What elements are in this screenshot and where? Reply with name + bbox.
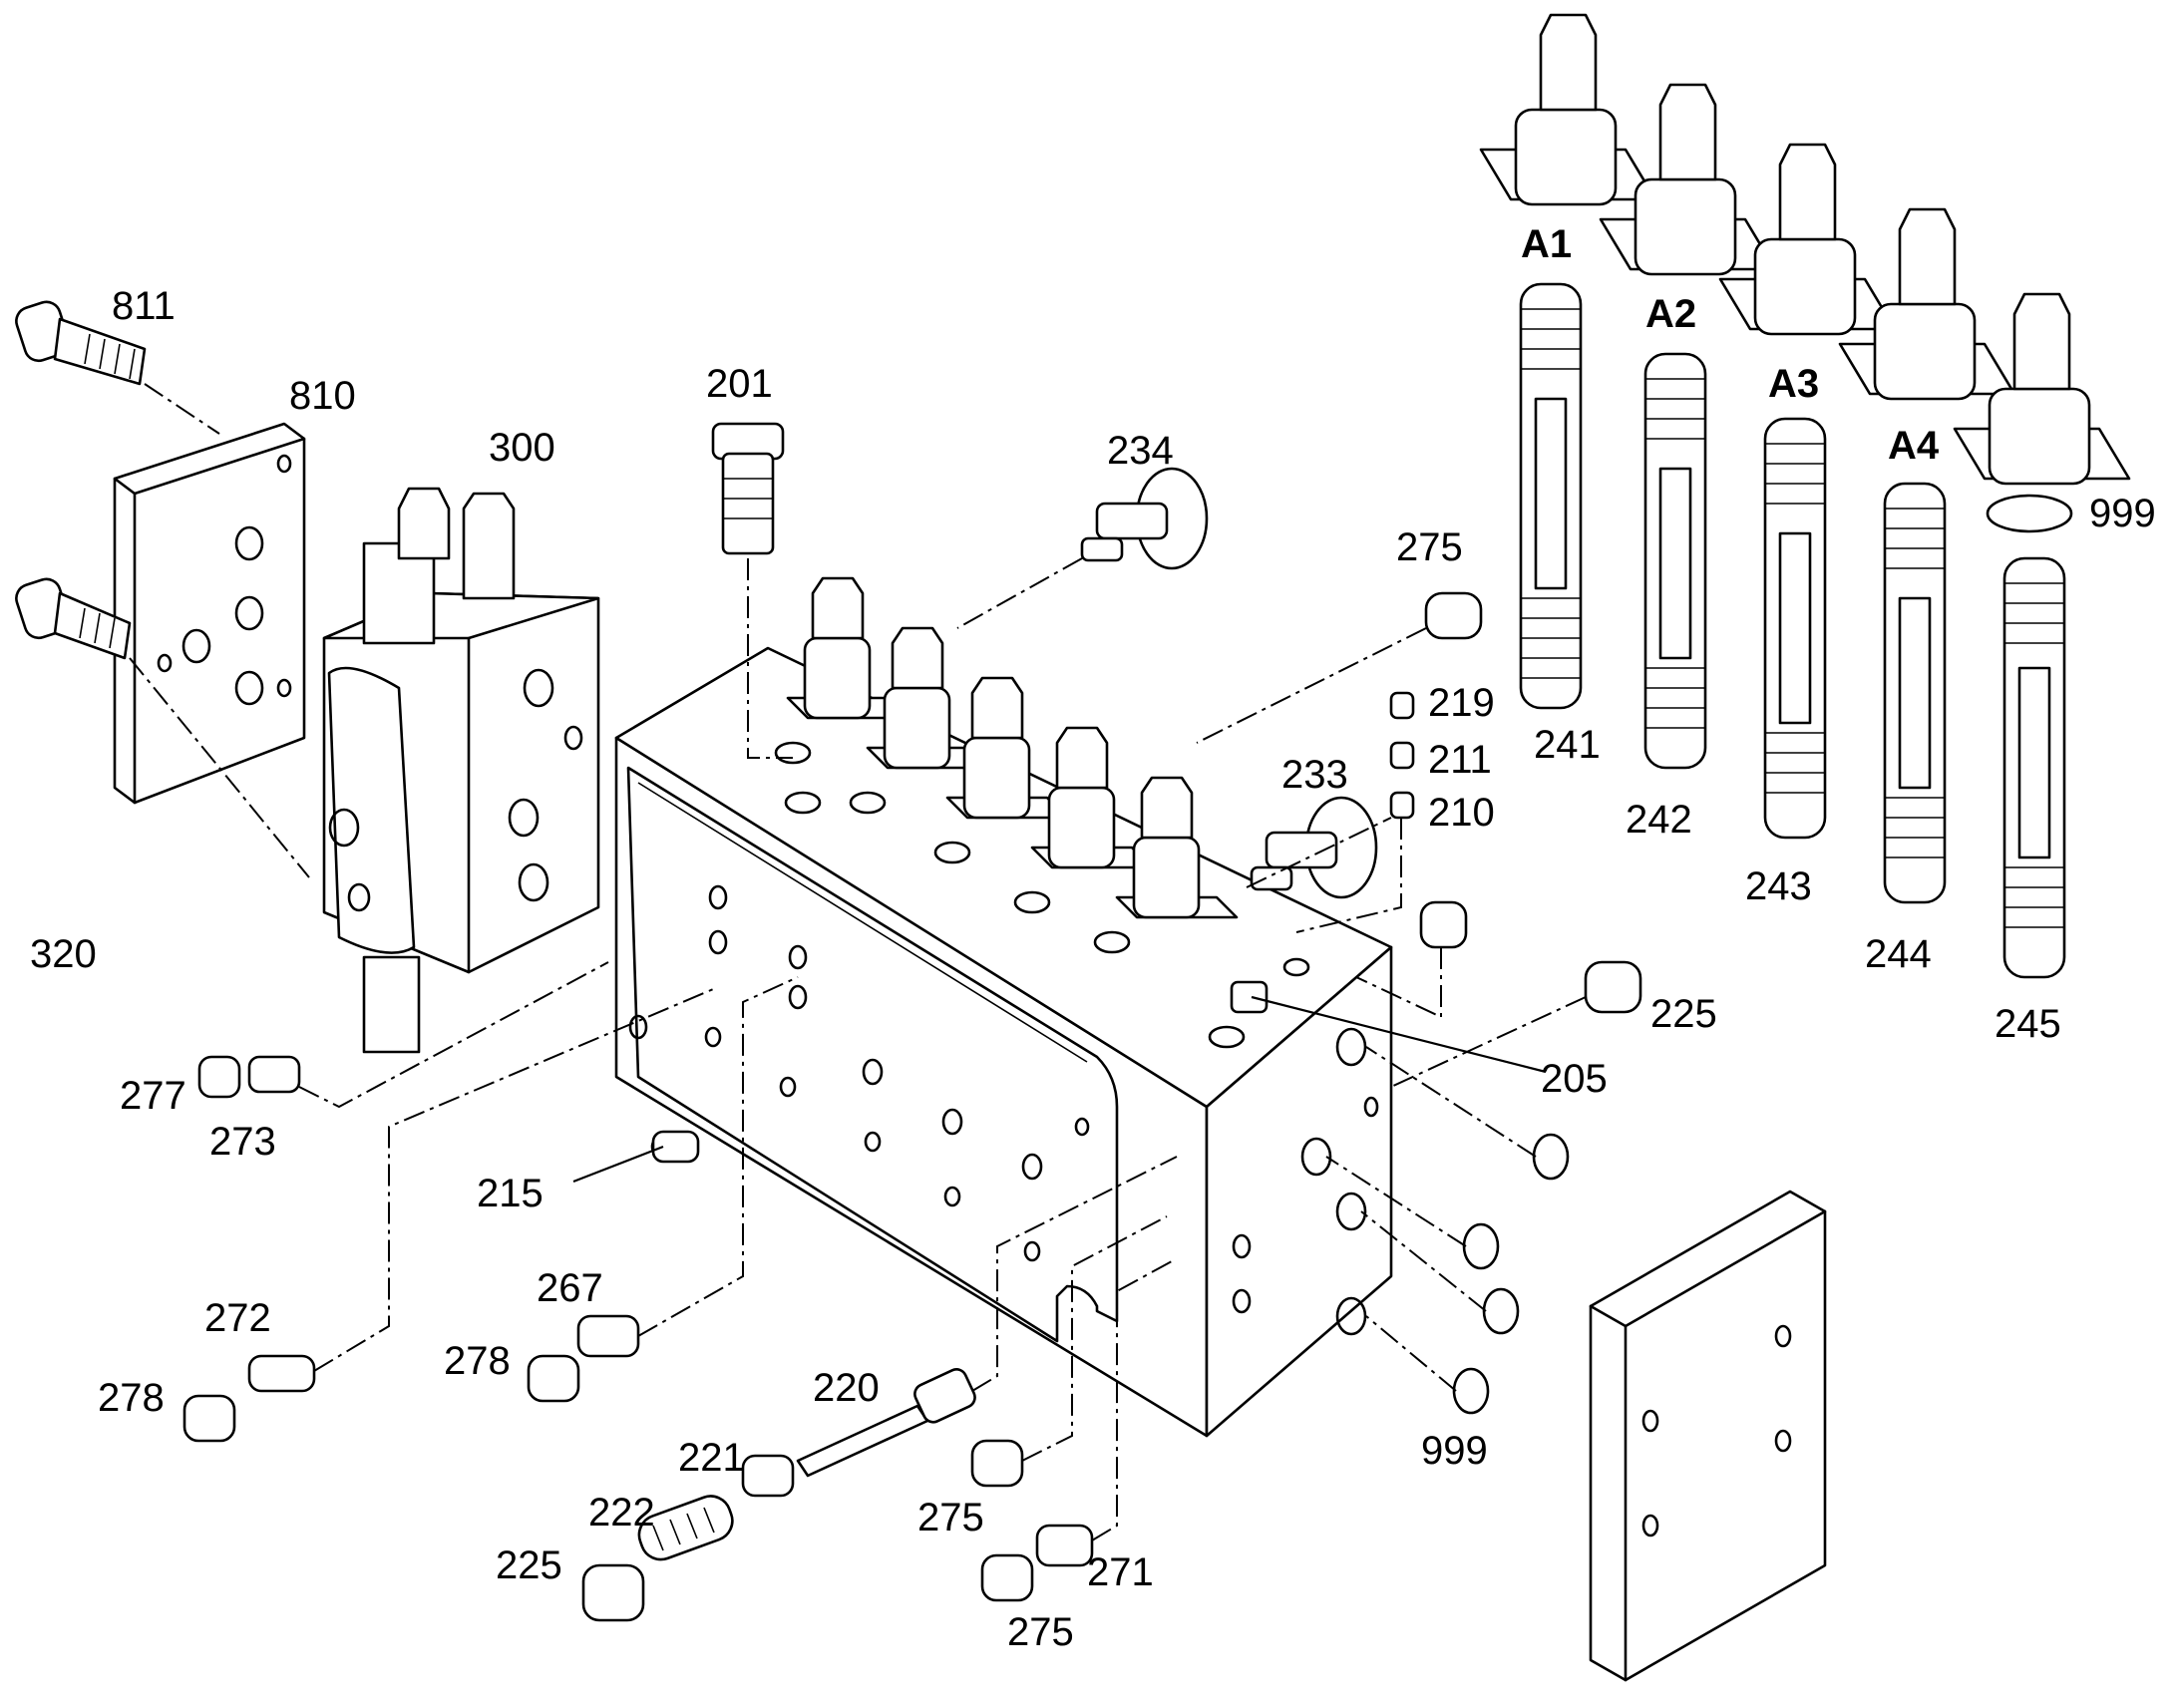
valve-234 — [1080, 467, 1209, 570]
plug-272 — [247, 1354, 316, 1393]
spool-220 — [796, 1368, 976, 1478]
label-244: 244 — [1865, 932, 1932, 976]
spool-243 — [1763, 417, 1827, 840]
o-ring-right-1 — [1532, 1133, 1570, 1181]
part-number-labels: A1 A2 A3 A4 811 810 300 201 234 275 219 … — [30, 222, 2156, 1654]
label-267: 267 — [537, 1266, 603, 1310]
plug-275-top — [1424, 591, 1483, 640]
plug-225-right — [1584, 960, 1642, 1014]
label-215: 215 — [477, 1172, 544, 1215]
label-272: 272 — [204, 1296, 271, 1340]
label-234: 234 — [1107, 429, 1174, 473]
plug-275-bottom — [980, 1553, 1034, 1602]
spool-244 — [1883, 482, 1947, 904]
label-999-bottom: 999 — [1421, 1429, 1488, 1473]
spool-245 — [2002, 556, 2066, 979]
label-225-bottom: 225 — [496, 1543, 562, 1587]
bolt-320 — [15, 577, 132, 660]
label-278-left: 278 — [98, 1376, 165, 1420]
label-242: 242 — [1626, 798, 1692, 842]
cover-plate-810 — [113, 422, 306, 805]
bolt-811 — [15, 300, 147, 386]
part-221 — [741, 1454, 795, 1498]
o-ring-right-3 — [1482, 1287, 1520, 1335]
label-243: 243 — [1745, 864, 1812, 908]
label-271: 271 — [1087, 1550, 1154, 1594]
side-port-holes — [1232, 1027, 1379, 1336]
plug-277 — [197, 1055, 241, 1099]
label-222: 222 — [588, 1491, 655, 1535]
group-label-a1: A1 — [1521, 222, 1572, 266]
cartridge-201 — [711, 422, 785, 555]
control-valve-300 — [322, 487, 600, 1054]
fitting-205 — [1230, 980, 1269, 1014]
label-241: 241 — [1534, 723, 1601, 767]
plug-small-top — [1419, 900, 1468, 949]
label-275-bottom: 275 — [1007, 1610, 1074, 1654]
group-label-a4: A4 — [1888, 424, 1940, 468]
group-label-a3: A3 — [1768, 362, 1819, 406]
front-port-holes — [628, 884, 1090, 1262]
label-277: 277 — [120, 1074, 186, 1118]
part-219 — [1389, 691, 1415, 720]
label-810: 810 — [289, 374, 356, 418]
label-221: 221 — [678, 1436, 745, 1480]
spool-241 — [1519, 282, 1583, 710]
o-ring-999-bottom — [1452, 1367, 1490, 1415]
cover-plate-right — [1589, 1190, 1827, 1682]
solenoid-row-on-block — [786, 576, 1239, 919]
label-205: 205 — [1541, 1057, 1608, 1101]
label-211: 211 — [1428, 738, 1492, 782]
spring-222 — [637, 1495, 734, 1561]
label-811: 811 — [112, 284, 176, 328]
label-210: 210 — [1428, 791, 1495, 835]
label-225-right: 225 — [1650, 992, 1717, 1036]
part-215 — [651, 1130, 700, 1164]
label-233: 233 — [1281, 753, 1348, 797]
label-219: 219 — [1428, 681, 1495, 725]
group-label-a2: A2 — [1645, 292, 1696, 336]
top-port-holes — [774, 741, 1310, 1049]
part-210 — [1389, 791, 1415, 820]
plug-271 — [1035, 1524, 1094, 1567]
plug-278-left — [182, 1394, 236, 1443]
plug-278-mid — [527, 1354, 580, 1403]
label-320: 320 — [30, 932, 97, 976]
assembly-center-lines — [129, 383, 1587, 1541]
o-ring-999-top — [1986, 494, 2073, 533]
plug-273 — [247, 1055, 301, 1094]
main-valve-block — [614, 646, 1393, 1438]
o-ring-right-2 — [1462, 1222, 1500, 1270]
plug-225-bottom — [581, 1563, 645, 1622]
label-201: 201 — [706, 362, 773, 406]
plug-267 — [576, 1314, 640, 1358]
label-278-mid: 278 — [444, 1339, 511, 1383]
leader-lines — [572, 995, 1547, 1184]
label-275-mid: 275 — [917, 1496, 984, 1539]
label-220: 220 — [813, 1366, 880, 1410]
part-211 — [1389, 741, 1415, 770]
label-275-top: 275 — [1396, 525, 1463, 569]
plug-275-mid — [970, 1439, 1024, 1488]
valve-233 — [1250, 796, 1378, 899]
label-300: 300 — [489, 426, 555, 470]
small-parts — [182, 422, 1642, 1622]
spool-242 — [1643, 352, 1707, 770]
label-245: 245 — [1995, 1002, 2061, 1046]
label-273: 273 — [209, 1120, 276, 1164]
solenoid-valves-exploded — [1479, 13, 2131, 486]
label-999-top: 999 — [2089, 492, 2156, 535]
